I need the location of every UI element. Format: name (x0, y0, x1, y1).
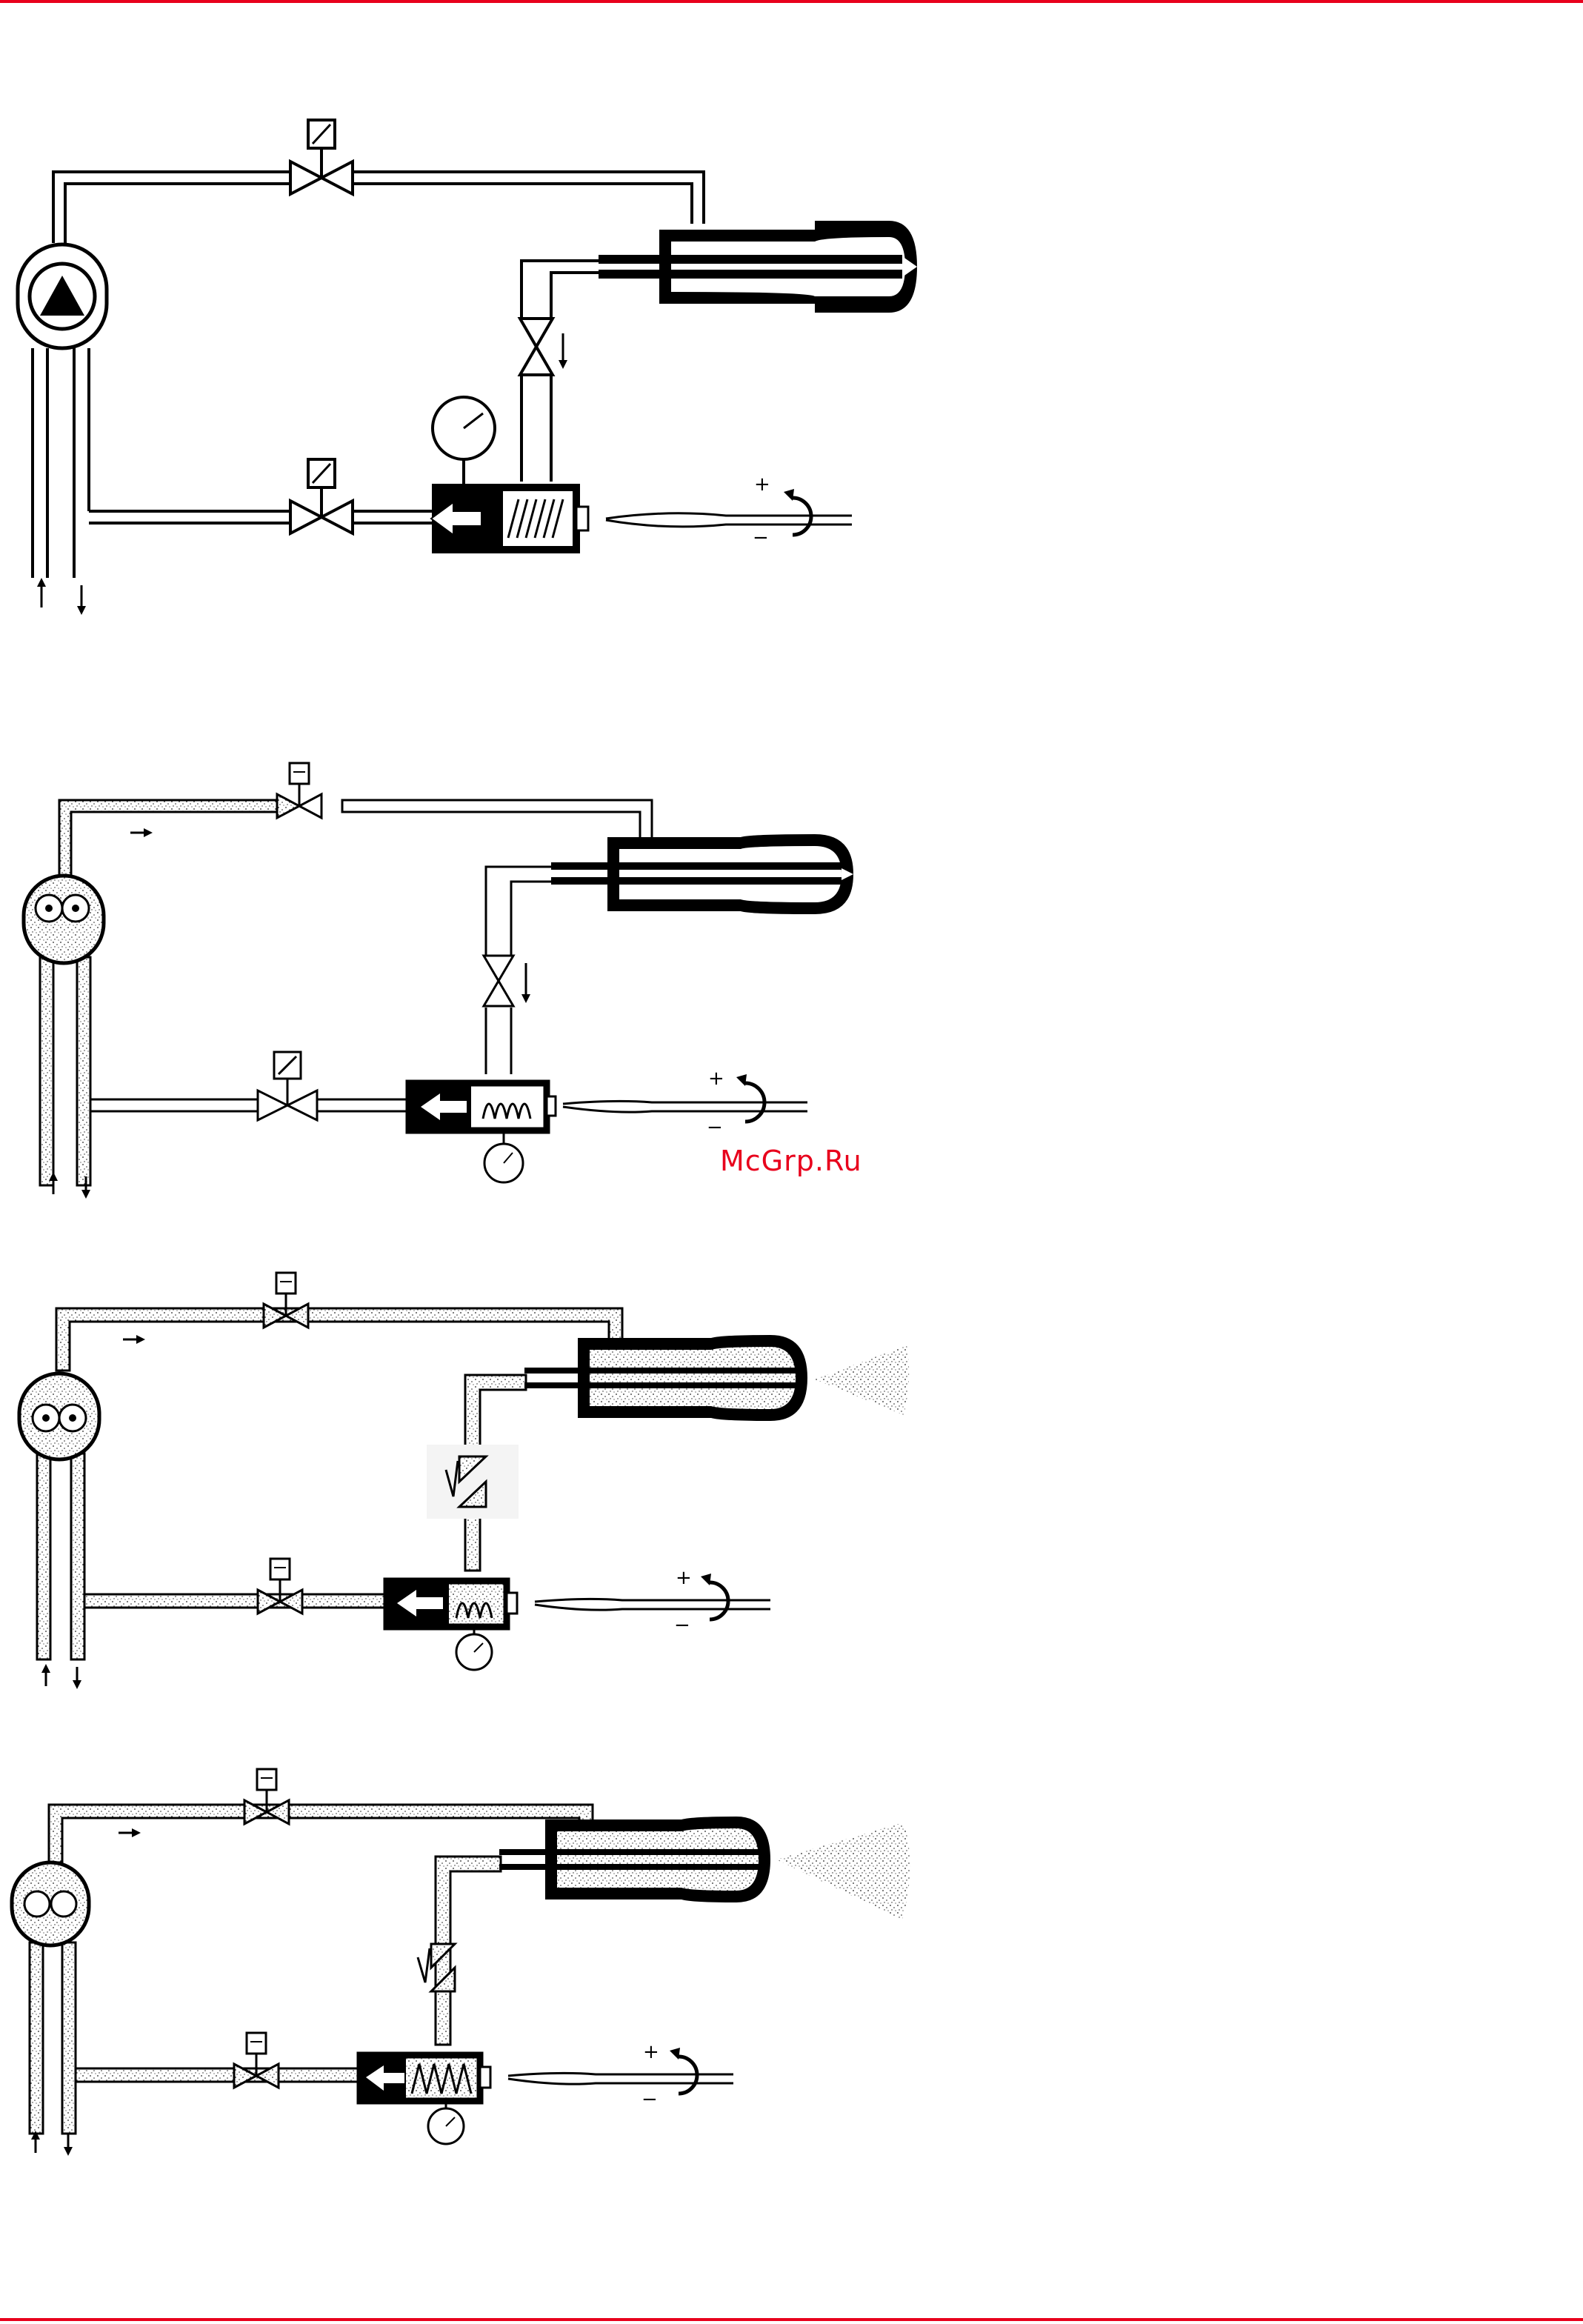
flow-arrow-icon (37, 578, 86, 615)
plus-label: + (754, 473, 770, 496)
plus-label: + (676, 1567, 692, 1589)
plus-label: + (708, 1068, 724, 1090)
adjusting-screw-icon (547, 1096, 556, 1116)
watermark-text: McGrp.Ru (720, 1145, 862, 1177)
nozzle-icon (499, 1817, 770, 1902)
pressure-regulator (431, 487, 588, 550)
pipe-left-verticals (30, 1942, 76, 2134)
solenoid-valve-icon (277, 763, 321, 818)
adjusting-screw-icon (576, 507, 588, 530)
pressure-regulator (387, 1581, 517, 1627)
adjuster-tool (535, 1599, 770, 1610)
rotation-icon (784, 489, 811, 535)
flow-arrow-icon (123, 1335, 145, 1344)
panel-4: + − (0, 1748, 963, 2178)
pressure-regulator (360, 2055, 490, 2101)
pressure-gauge-icon (428, 2101, 464, 2144)
solenoid-valve-icon (290, 120, 353, 194)
pressure-gauge-icon (484, 1131, 523, 1182)
minus-label: − (641, 2088, 658, 2111)
rotation-icon (736, 1074, 764, 1122)
adjuster-tool (508, 2073, 733, 2084)
flow-arrow-icon (130, 828, 153, 837)
flow-arrow-icon (41, 1664, 81, 1689)
panel-1: + − (0, 119, 963, 637)
panel-2: + − (0, 741, 963, 1215)
adjuster-tool (563, 1101, 807, 1112)
pressure-regulator (409, 1083, 556, 1131)
flow-arrow-icon (119, 1828, 141, 1837)
plus-label: + (643, 2041, 659, 2063)
rotation-icon (670, 2048, 697, 2094)
solenoid-valve-icon (290, 459, 353, 533)
nozzle-icon (599, 221, 917, 313)
pipe-left-verticals (33, 348, 89, 578)
pipe-bottom (76, 2068, 359, 2082)
minus-label: − (707, 1116, 723, 1139)
panel-3: + − (0, 1259, 963, 1719)
pipe-bottom (84, 1594, 385, 1608)
pump-icon (18, 244, 107, 348)
pump-icon (19, 1374, 99, 1459)
pipe-left-verticals (40, 957, 90, 1185)
nozzle-icon (551, 834, 853, 914)
pipe-left-verticals (37, 1454, 84, 1659)
check-valve-icon (520, 319, 553, 375)
nozzle-icon (524, 1335, 807, 1421)
adjuster-tool (606, 513, 852, 527)
flow-arrow-icon (521, 963, 530, 1003)
minus-label: − (674, 1614, 690, 1637)
pipe-bottom (89, 511, 434, 523)
flow-arrow-icon (559, 333, 567, 369)
adjusting-screw-icon (507, 1593, 517, 1614)
check-valve-icon (484, 956, 513, 1006)
minus-label: − (753, 527, 769, 549)
pipe-top (53, 172, 704, 243)
pump-icon (12, 1862, 89, 1945)
spray-cone (776, 1822, 910, 1920)
solenoid-valve-icon (258, 1052, 317, 1120)
pressure-gauge-icon (456, 1627, 492, 1670)
pump-icon (24, 876, 104, 963)
top-rule (0, 0, 1583, 3)
pipe-bottom (90, 1099, 407, 1111)
pressure-gauge-icon (433, 397, 495, 487)
bottom-rule (0, 2318, 1583, 2321)
spray-cone (815, 1345, 909, 1415)
adjusting-screw-icon (480, 2067, 490, 2088)
check-valve-icon (427, 1445, 519, 1519)
rotation-icon (701, 1574, 728, 1619)
